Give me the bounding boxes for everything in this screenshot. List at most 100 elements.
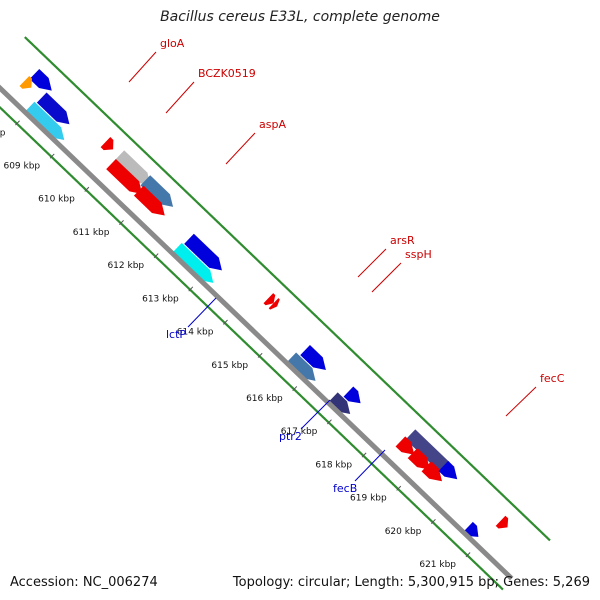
scale-tick-label: 612 kbp [107, 261, 144, 271]
inner-track-dot [122, 224, 126, 229]
outer-track-dot [70, 81, 75, 85]
inner-track-dot [313, 407, 317, 411]
outer-track-dot [202, 207, 206, 211]
outer-track-dot [105, 114, 109, 118]
outer-track-dot [197, 202, 201, 206]
gene-arrow [133, 185, 165, 216]
outer-track-dot [479, 473, 484, 477]
inner-track-dot [496, 583, 501, 588]
outer-track-dot [460, 454, 465, 459]
inner-track-dot [42, 148, 47, 152]
outer-track-dot [56, 67, 61, 72]
inner-track-dot [451, 540, 456, 544]
inner-track-dot [28, 135, 33, 139]
inner-track-dot [34, 140, 38, 144]
scale-tick-label: 608 kbp [0, 128, 6, 138]
inner-track-dot [335, 429, 340, 433]
outer-track-dot [148, 155, 153, 160]
outer-track-dot [283, 285, 288, 289]
gene-features [19, 68, 509, 537]
outer-track-dot [481, 474, 485, 479]
inner-track-dot [217, 316, 222, 320]
outer-track-dot [465, 459, 470, 464]
outer-track-dot [316, 316, 321, 321]
scale-tick-label: 621 kbp [419, 560, 456, 570]
scale-tick [49, 153, 55, 159]
inner-track-dot [117, 219, 121, 224]
outer-track-dot [419, 414, 423, 419]
inner-track-dot [389, 480, 393, 485]
outer-track-dot [266, 268, 271, 273]
inner-track-dot [472, 560, 476, 564]
gene-label: BCZK0519 [198, 67, 256, 80]
outer-track-dot [510, 502, 515, 507]
outer-track-dot [516, 507, 520, 512]
outer-track-dot [351, 350, 355, 354]
inner-track-dot [486, 573, 490, 578]
outer-track-dot [498, 491, 503, 495]
inner-track-dot [401, 492, 405, 496]
outer-track-dot [429, 424, 433, 429]
outer-track-dot [386, 383, 390, 387]
inner-track-dot [221, 319, 225, 323]
outer-track-dot [434, 429, 439, 434]
outer-track-dot [372, 370, 376, 374]
outer-track-dot [176, 182, 180, 186]
outer-track-dot [86, 96, 90, 100]
inner-track-dot [145, 246, 149, 250]
inner-track-dot [354, 447, 359, 451]
inner-track-dot [422, 512, 426, 516]
inner-track-dot [434, 523, 438, 528]
outer-track-dot [308, 308, 312, 313]
inner-track-dot [91, 194, 95, 199]
inner-track-dot [460, 548, 464, 553]
outer-track-dot [424, 419, 428, 424]
inner-track-dot [275, 371, 279, 375]
outer-track-dot [102, 111, 106, 115]
outer-track-dot [311, 311, 316, 316]
inner-track-dot [418, 508, 423, 513]
inner-track-dot [22, 128, 26, 132]
inner-track-dot [349, 442, 353, 446]
inner-track-dot [77, 181, 81, 186]
outer-track-dot [519, 511, 524, 515]
inner-track-dot [379, 470, 383, 475]
outer-track-dot [199, 204, 203, 208]
outer-track-dot [379, 376, 383, 381]
outer-track-dot [77, 87, 82, 92]
backbone-line [0, 84, 514, 581]
inner-track-dot [202, 301, 206, 305]
inner-track-dot [68, 173, 73, 177]
outer-track-dot [490, 483, 494, 487]
outer-track-dot [391, 388, 395, 392]
outer-track-dot [150, 157, 154, 161]
outer-track-dot [60, 71, 64, 75]
inner-track-dot [394, 485, 398, 490]
gene-arrow [405, 429, 453, 475]
inner-track-dot [462, 550, 466, 554]
inner-track-dot [98, 201, 102, 206]
outer-track-dot [389, 386, 394, 391]
inner-track-dot [157, 258, 161, 262]
outer-track-dot [110, 119, 115, 123]
inner-track-dot [224, 322, 229, 327]
inner-track-dot [105, 208, 109, 212]
inner-track-dot [101, 204, 106, 209]
outer-track-dot [294, 295, 298, 299]
scale-tick-label: 613 kbp [142, 294, 179, 304]
outer-track-dot [358, 356, 362, 361]
outer-track-dot [491, 484, 496, 489]
inner-track-dot [309, 404, 314, 408]
inner-track-dot [469, 557, 473, 561]
outer-track-dot [245, 248, 250, 253]
outer-track-dot [410, 406, 414, 411]
gene-label-leader [354, 449, 386, 482]
inner-track-dot [271, 367, 275, 372]
inner-track-dot [235, 332, 239, 337]
outer-track-dot [422, 418, 426, 422]
outer-track-dot [46, 57, 50, 62]
outer-track-dot [252, 255, 257, 259]
inner-track-dot [233, 331, 237, 335]
outer-track-dot [205, 210, 210, 215]
outer-track-dot [344, 343, 349, 347]
